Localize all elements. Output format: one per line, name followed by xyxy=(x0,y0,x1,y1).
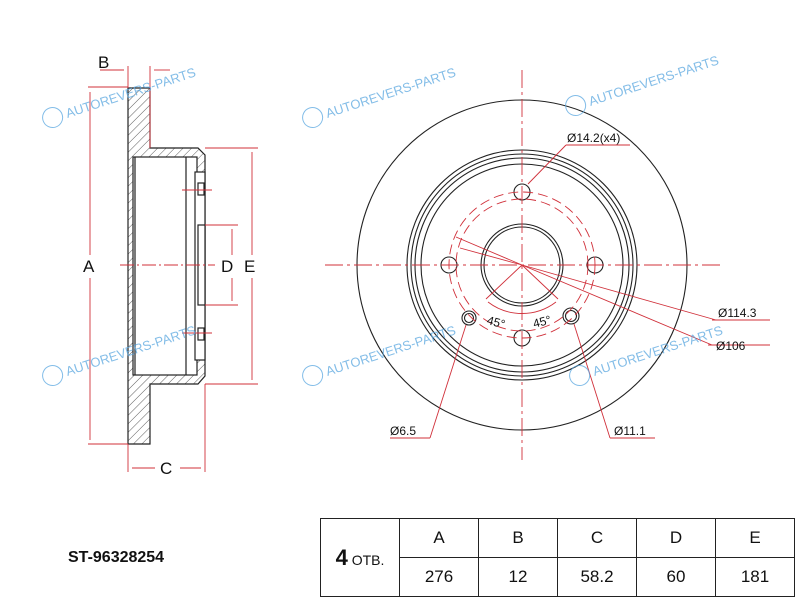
header-e: E xyxy=(715,518,795,558)
dim-label-b: B xyxy=(98,53,109,72)
callout-small-hole: Ø6.5 xyxy=(390,424,416,438)
value-a: 276 xyxy=(399,557,479,597)
header-a: A xyxy=(399,518,479,558)
side-section-view xyxy=(127,87,206,445)
table-row: 276 12 58.2 60 181 xyxy=(321,557,795,597)
holes-label: ОТВ. xyxy=(351,551,385,568)
dimensions-table: 4 ОТВ. A B C D E 276 12 58.2 60 181 xyxy=(320,518,795,597)
svg-text:AUTOREVERS-PARTS: AUTOREVERS-PARTS xyxy=(324,64,458,120)
header-b: B xyxy=(478,518,558,558)
angle-left: 45° xyxy=(485,313,506,331)
dim-label-a: A xyxy=(83,257,95,276)
svg-text:AUTOREVERS-PARTS: AUTOREVERS-PARTS xyxy=(324,322,458,378)
front-dimensions xyxy=(325,70,770,460)
value-e: 181 xyxy=(715,557,795,597)
holes-cell: 4 ОТВ. xyxy=(320,518,400,597)
header-d: D xyxy=(636,518,716,558)
svg-text:AUTOREVERS-PARTS: AUTOREVERS-PARTS xyxy=(587,52,721,108)
dim-label-c: C xyxy=(160,459,172,478)
part-number: ST-96328254 xyxy=(68,549,165,566)
callout-bolt-hole: Ø14.2(x4) xyxy=(567,131,620,145)
callout-locating-hole: Ø11.1 xyxy=(614,424,646,438)
side-dimensions xyxy=(88,66,258,472)
callout-inner-ring: Ø106 xyxy=(716,339,746,353)
table-header-row: 4 ОТВ. A B C D E xyxy=(320,518,795,597)
value-c: 58.2 xyxy=(557,557,637,597)
dim-label-d: D xyxy=(221,257,233,276)
value-b: 12 xyxy=(478,557,558,597)
holes-count: 4 xyxy=(335,544,348,570)
angle-right: 45° xyxy=(531,313,552,331)
callout-pcd: Ø114.3 xyxy=(718,306,757,320)
dim-label-e: E xyxy=(244,257,255,276)
value-d: 60 xyxy=(636,557,716,597)
header-c: C xyxy=(557,518,637,558)
